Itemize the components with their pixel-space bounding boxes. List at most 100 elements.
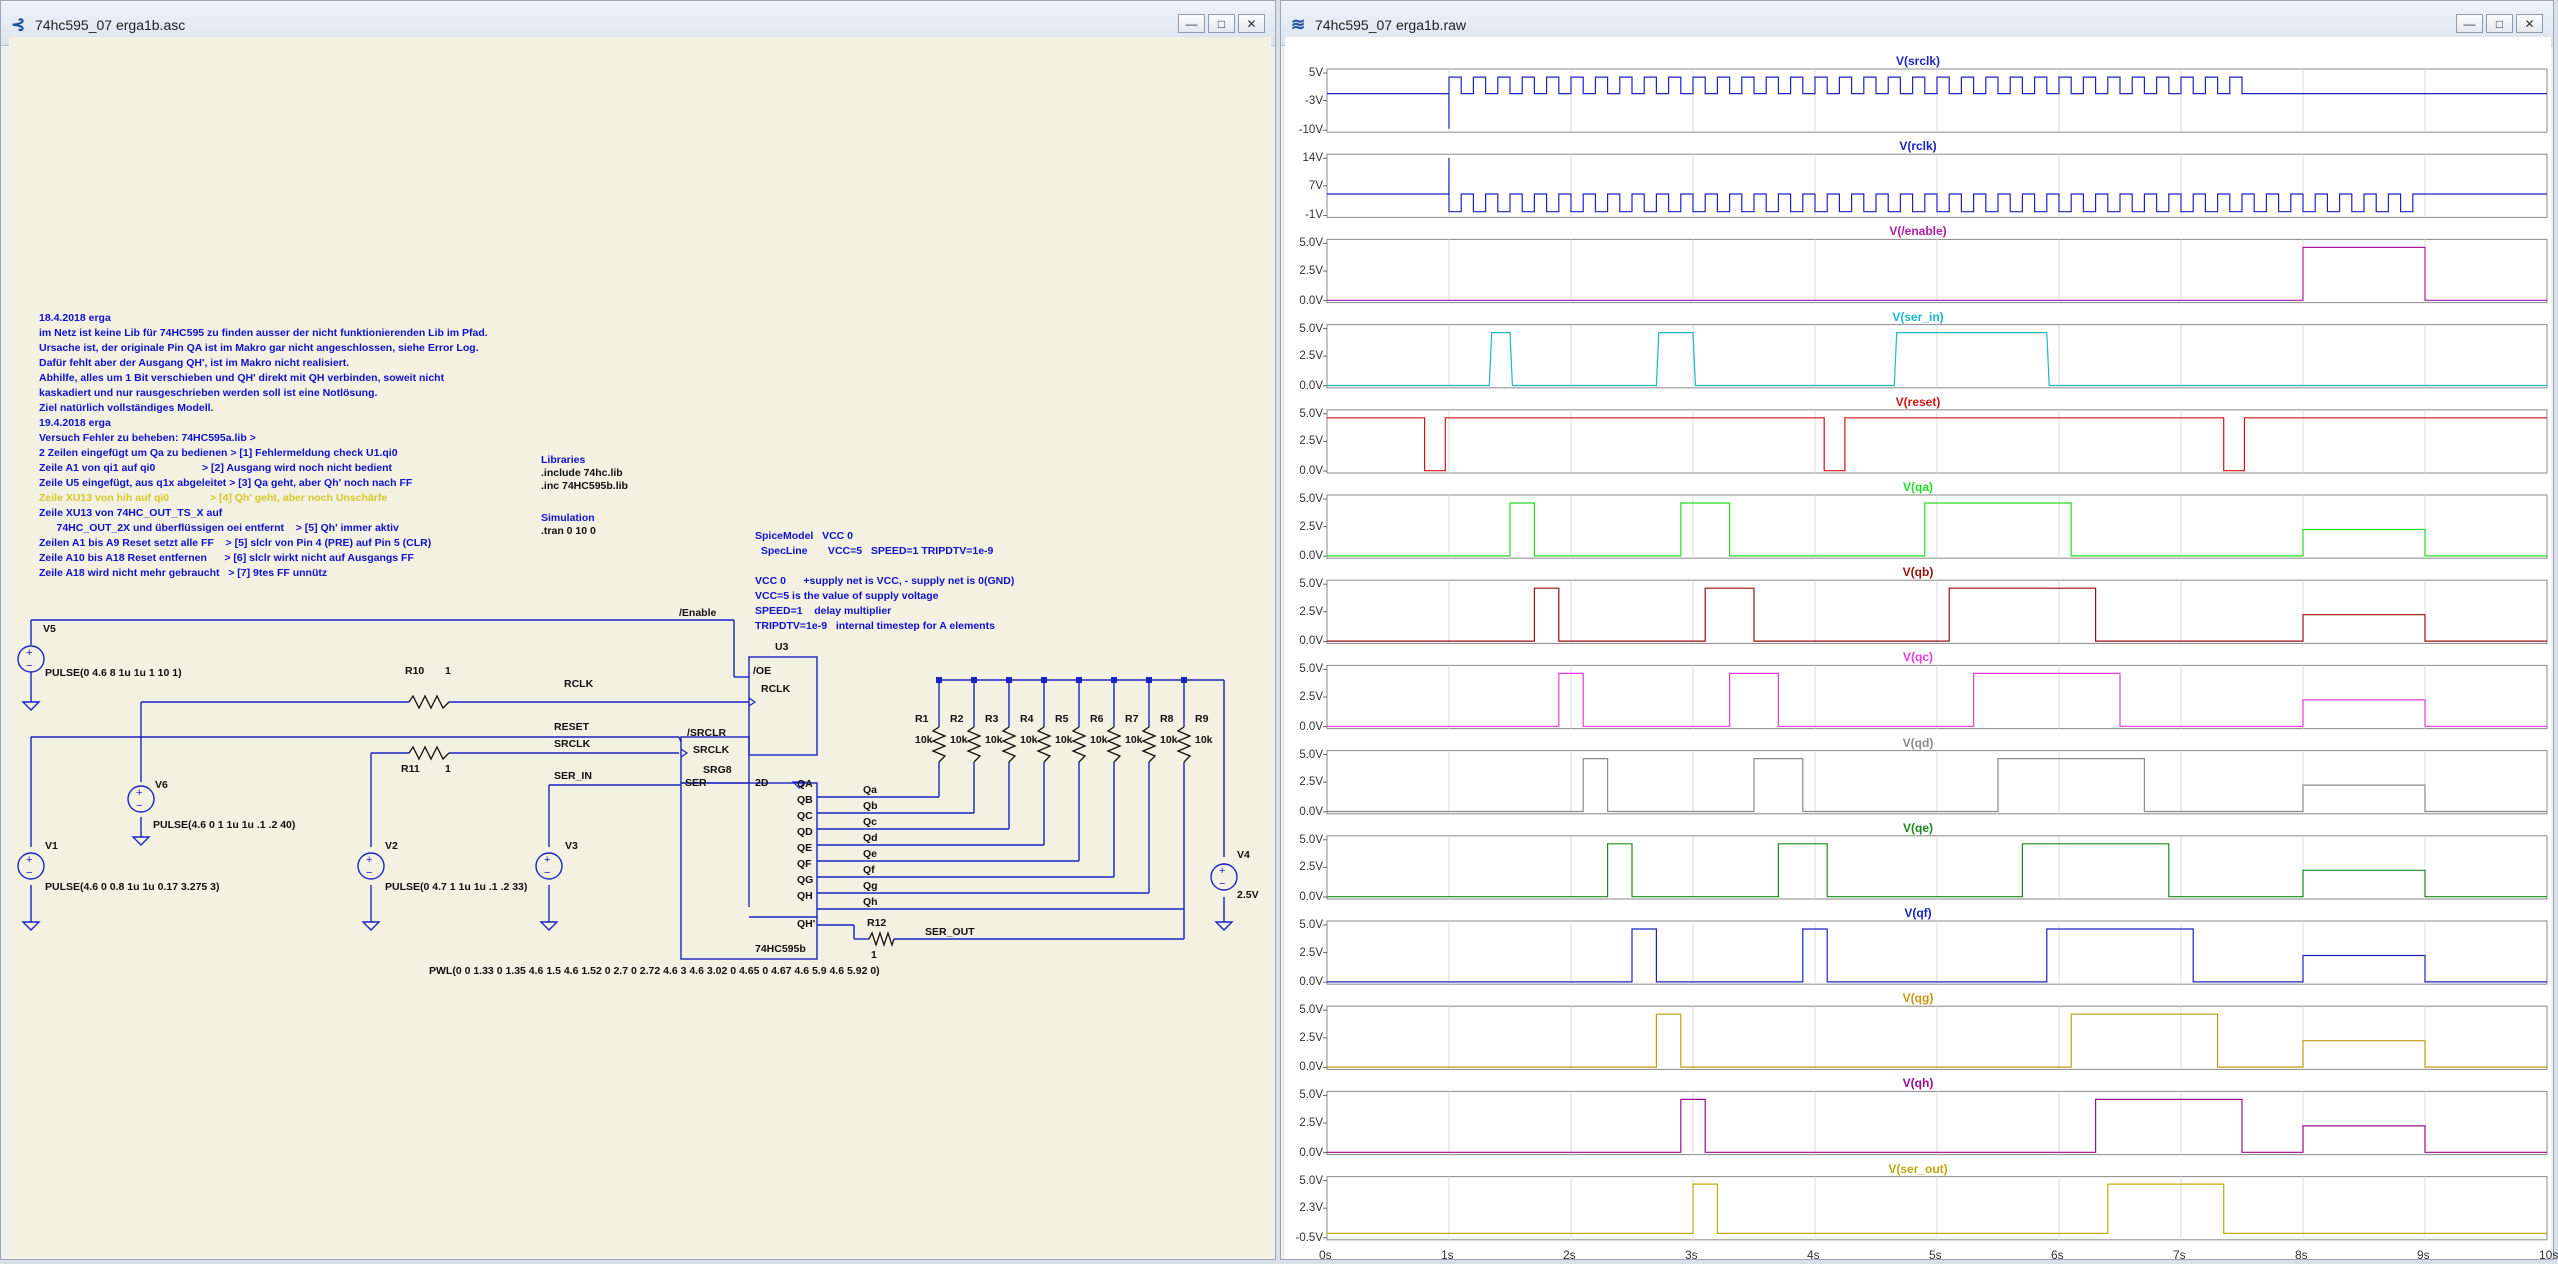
x-tick-label: 4s bbox=[1807, 1247, 1820, 1262]
v2-label[interactable]: V2 bbox=[385, 840, 398, 852]
v2-value[interactable]: PULSE(0 4.7 1 1u 1u .1 .2 33) bbox=[385, 881, 528, 893]
r3-value[interactable]: 10k bbox=[985, 734, 1003, 746]
trace-title[interactable]: V(qf) bbox=[1904, 906, 1932, 920]
net-qa-label[interactable]: Qa bbox=[863, 784, 878, 796]
r9-value[interactable]: 10k bbox=[1195, 734, 1213, 746]
ic-srg8: SRG8 bbox=[703, 764, 732, 776]
y-tick-label: 5.0V bbox=[1299, 237, 1323, 250]
net-qe-label[interactable]: Qe bbox=[863, 848, 878, 860]
r11-label[interactable]: R11 bbox=[401, 763, 420, 775]
trace-title[interactable]: V(qa) bbox=[1903, 480, 1933, 494]
close-button[interactable]: ✕ bbox=[2516, 14, 2543, 33]
net-qf-label[interactable]: Qf bbox=[863, 864, 875, 876]
net-enable-label[interactable]: /Enable bbox=[679, 607, 717, 619]
y-tick-label: 5.0V bbox=[1299, 748, 1323, 761]
trace-title[interactable]: V(qb) bbox=[1902, 565, 1934, 580]
x-tick-label: 3s bbox=[1685, 1247, 1698, 1262]
r6-label[interactable]: R6 bbox=[1090, 713, 1104, 725]
close-button[interactable]: ✕ bbox=[1238, 14, 1265, 33]
v5-value[interactable]: PULSE(0 4.6 8 1u 1u 1 10 1) bbox=[45, 667, 182, 679]
net-ser-in-label[interactable]: SER_IN bbox=[554, 770, 592, 782]
schematic-window-title: 74hc595_07 erga1b.asc bbox=[35, 17, 186, 33]
r9-label[interactable]: R9 bbox=[1195, 713, 1209, 725]
r7-value[interactable]: 10k bbox=[1125, 734, 1143, 746]
trace-title[interactable]: V(qc) bbox=[1903, 650, 1933, 665]
r12-value[interactable]: 1 bbox=[871, 949, 877, 961]
r1-label[interactable]: R1 bbox=[915, 713, 929, 725]
r2-value[interactable]: 10k bbox=[950, 734, 968, 746]
trace-title[interactable]: V(reset) bbox=[1895, 394, 1941, 409]
net-ser-out-label[interactable]: SER_OUT bbox=[925, 926, 975, 938]
r4-label[interactable]: R4 bbox=[1020, 713, 1034, 725]
trace-title[interactable]: V(/enable) bbox=[1889, 224, 1947, 239]
trace-line bbox=[1327, 928, 2547, 983]
maximize-button[interactable]: □ bbox=[2486, 14, 2513, 33]
libraries-heading: Libraries bbox=[541, 454, 586, 466]
v4-value[interactable]: 2.5V bbox=[1237, 889, 1259, 901]
schematic-canvas[interactable]: +− +− +− +− +− +− bbox=[9, 37, 1271, 1259]
trace-title[interactable]: V(qg) bbox=[1902, 991, 1934, 1006]
r12-label[interactable]: R12 bbox=[867, 917, 887, 929]
y-tick-label: 5.0V bbox=[1299, 578, 1323, 591]
r3-label[interactable]: R3 bbox=[985, 713, 999, 725]
v6-value[interactable]: PULSE(4.6 0 1 1u 1u .1 .2 40) bbox=[153, 819, 296, 831]
net-srclk-label[interactable]: SRCLK bbox=[554, 738, 591, 750]
trace-title[interactable]: V(ser_out) bbox=[1888, 1161, 1948, 1176]
net-reset-label[interactable]: RESET bbox=[554, 721, 590, 733]
v4-label[interactable]: V4 bbox=[1237, 849, 1250, 861]
v3-label[interactable]: V3 bbox=[565, 840, 578, 852]
r8-label[interactable]: R8 bbox=[1160, 713, 1174, 725]
y-tick-label: 2.3V bbox=[1299, 1202, 1323, 1215]
net-rclk-label[interactable]: RCLK bbox=[564, 678, 594, 690]
r10-label[interactable]: R10 bbox=[405, 665, 425, 677]
note-line-7: Ziel natürlich vollständiges Modell. bbox=[39, 402, 214, 414]
waveform-pane-9 bbox=[1323, 750, 2548, 815]
note-line-3: Ursache ist, der originale Pin QA ist im… bbox=[39, 342, 479, 354]
maximize-button[interactable]: □ bbox=[1208, 14, 1235, 33]
waveform-window-title: 74hc595_07 erga1b.raw bbox=[1315, 17, 1467, 33]
trace-line bbox=[1327, 332, 2547, 387]
waveform-pane-10 bbox=[1323, 835, 2548, 900]
trace-line bbox=[1327, 246, 2547, 301]
svg-text:−: − bbox=[136, 800, 142, 812]
r6-value[interactable]: 10k bbox=[1090, 734, 1108, 746]
net-qc-label[interactable]: Qc bbox=[863, 816, 878, 828]
note-line-12: Zeile U5 eingefügt, aus q1x abgeleitet >… bbox=[39, 477, 413, 489]
v5-label[interactable]: V5 bbox=[43, 623, 56, 635]
x-tick-label: 1s bbox=[1441, 1247, 1454, 1262]
ic-part-name[interactable]: 74HC595b bbox=[755, 943, 806, 955]
net-qg-label[interactable]: Qg bbox=[863, 880, 878, 892]
ic-designator[interactable]: U3 bbox=[775, 641, 789, 653]
r5-value[interactable]: 10k bbox=[1055, 734, 1073, 746]
note-line-6: kaskadiert und nur rausgeschrieben werde… bbox=[39, 387, 378, 399]
r10-value[interactable]: 1 bbox=[445, 665, 451, 677]
r4-value[interactable]: 10k bbox=[1020, 734, 1038, 746]
r7-label[interactable]: R7 bbox=[1125, 713, 1139, 725]
r8-value[interactable]: 10k bbox=[1160, 734, 1178, 746]
trace-title[interactable]: V(ser_in) bbox=[1892, 309, 1944, 324]
y-tick-label: 5.0V bbox=[1299, 493, 1323, 505]
minimize-button[interactable]: — bbox=[1178, 14, 1205, 33]
svg-text:−: − bbox=[544, 867, 550, 879]
trace-title[interactable]: V(qh) bbox=[1902, 1076, 1934, 1091]
net-qd-label[interactable]: Qd bbox=[863, 832, 878, 844]
v1-value[interactable]: PULSE(4.6 0 0.8 1u 1u 0.17 3.275 3) bbox=[45, 881, 220, 893]
ic-pin-qa: QA bbox=[797, 778, 813, 790]
net-qh-label[interactable]: Qh bbox=[863, 896, 878, 908]
net-qb-label[interactable]: Qb bbox=[863, 800, 878, 812]
trace-title[interactable]: V(qe) bbox=[1903, 820, 1933, 835]
minimize-button[interactable]: — bbox=[2456, 14, 2483, 33]
trace-title[interactable]: V(rclk) bbox=[1899, 139, 1937, 154]
r1-value[interactable]: 10k bbox=[915, 734, 933, 746]
r2-label[interactable]: R2 bbox=[950, 713, 964, 725]
trace-title[interactable]: V(srclk) bbox=[1895, 54, 1941, 68]
v3-value[interactable]: PWL(0 0 1.33 0 1.35 4.6 1.5 4.6 1.52 0 2… bbox=[429, 965, 880, 977]
v6-label[interactable]: V6 bbox=[155, 779, 168, 791]
v1-label[interactable]: V1 bbox=[45, 840, 58, 852]
y-tick-label: 5.0V bbox=[1299, 833, 1323, 846]
trace-title[interactable]: V(qd) bbox=[1902, 735, 1934, 750]
r5-label[interactable]: R5 bbox=[1055, 713, 1069, 725]
r11-value[interactable]: 1 bbox=[445, 763, 451, 775]
